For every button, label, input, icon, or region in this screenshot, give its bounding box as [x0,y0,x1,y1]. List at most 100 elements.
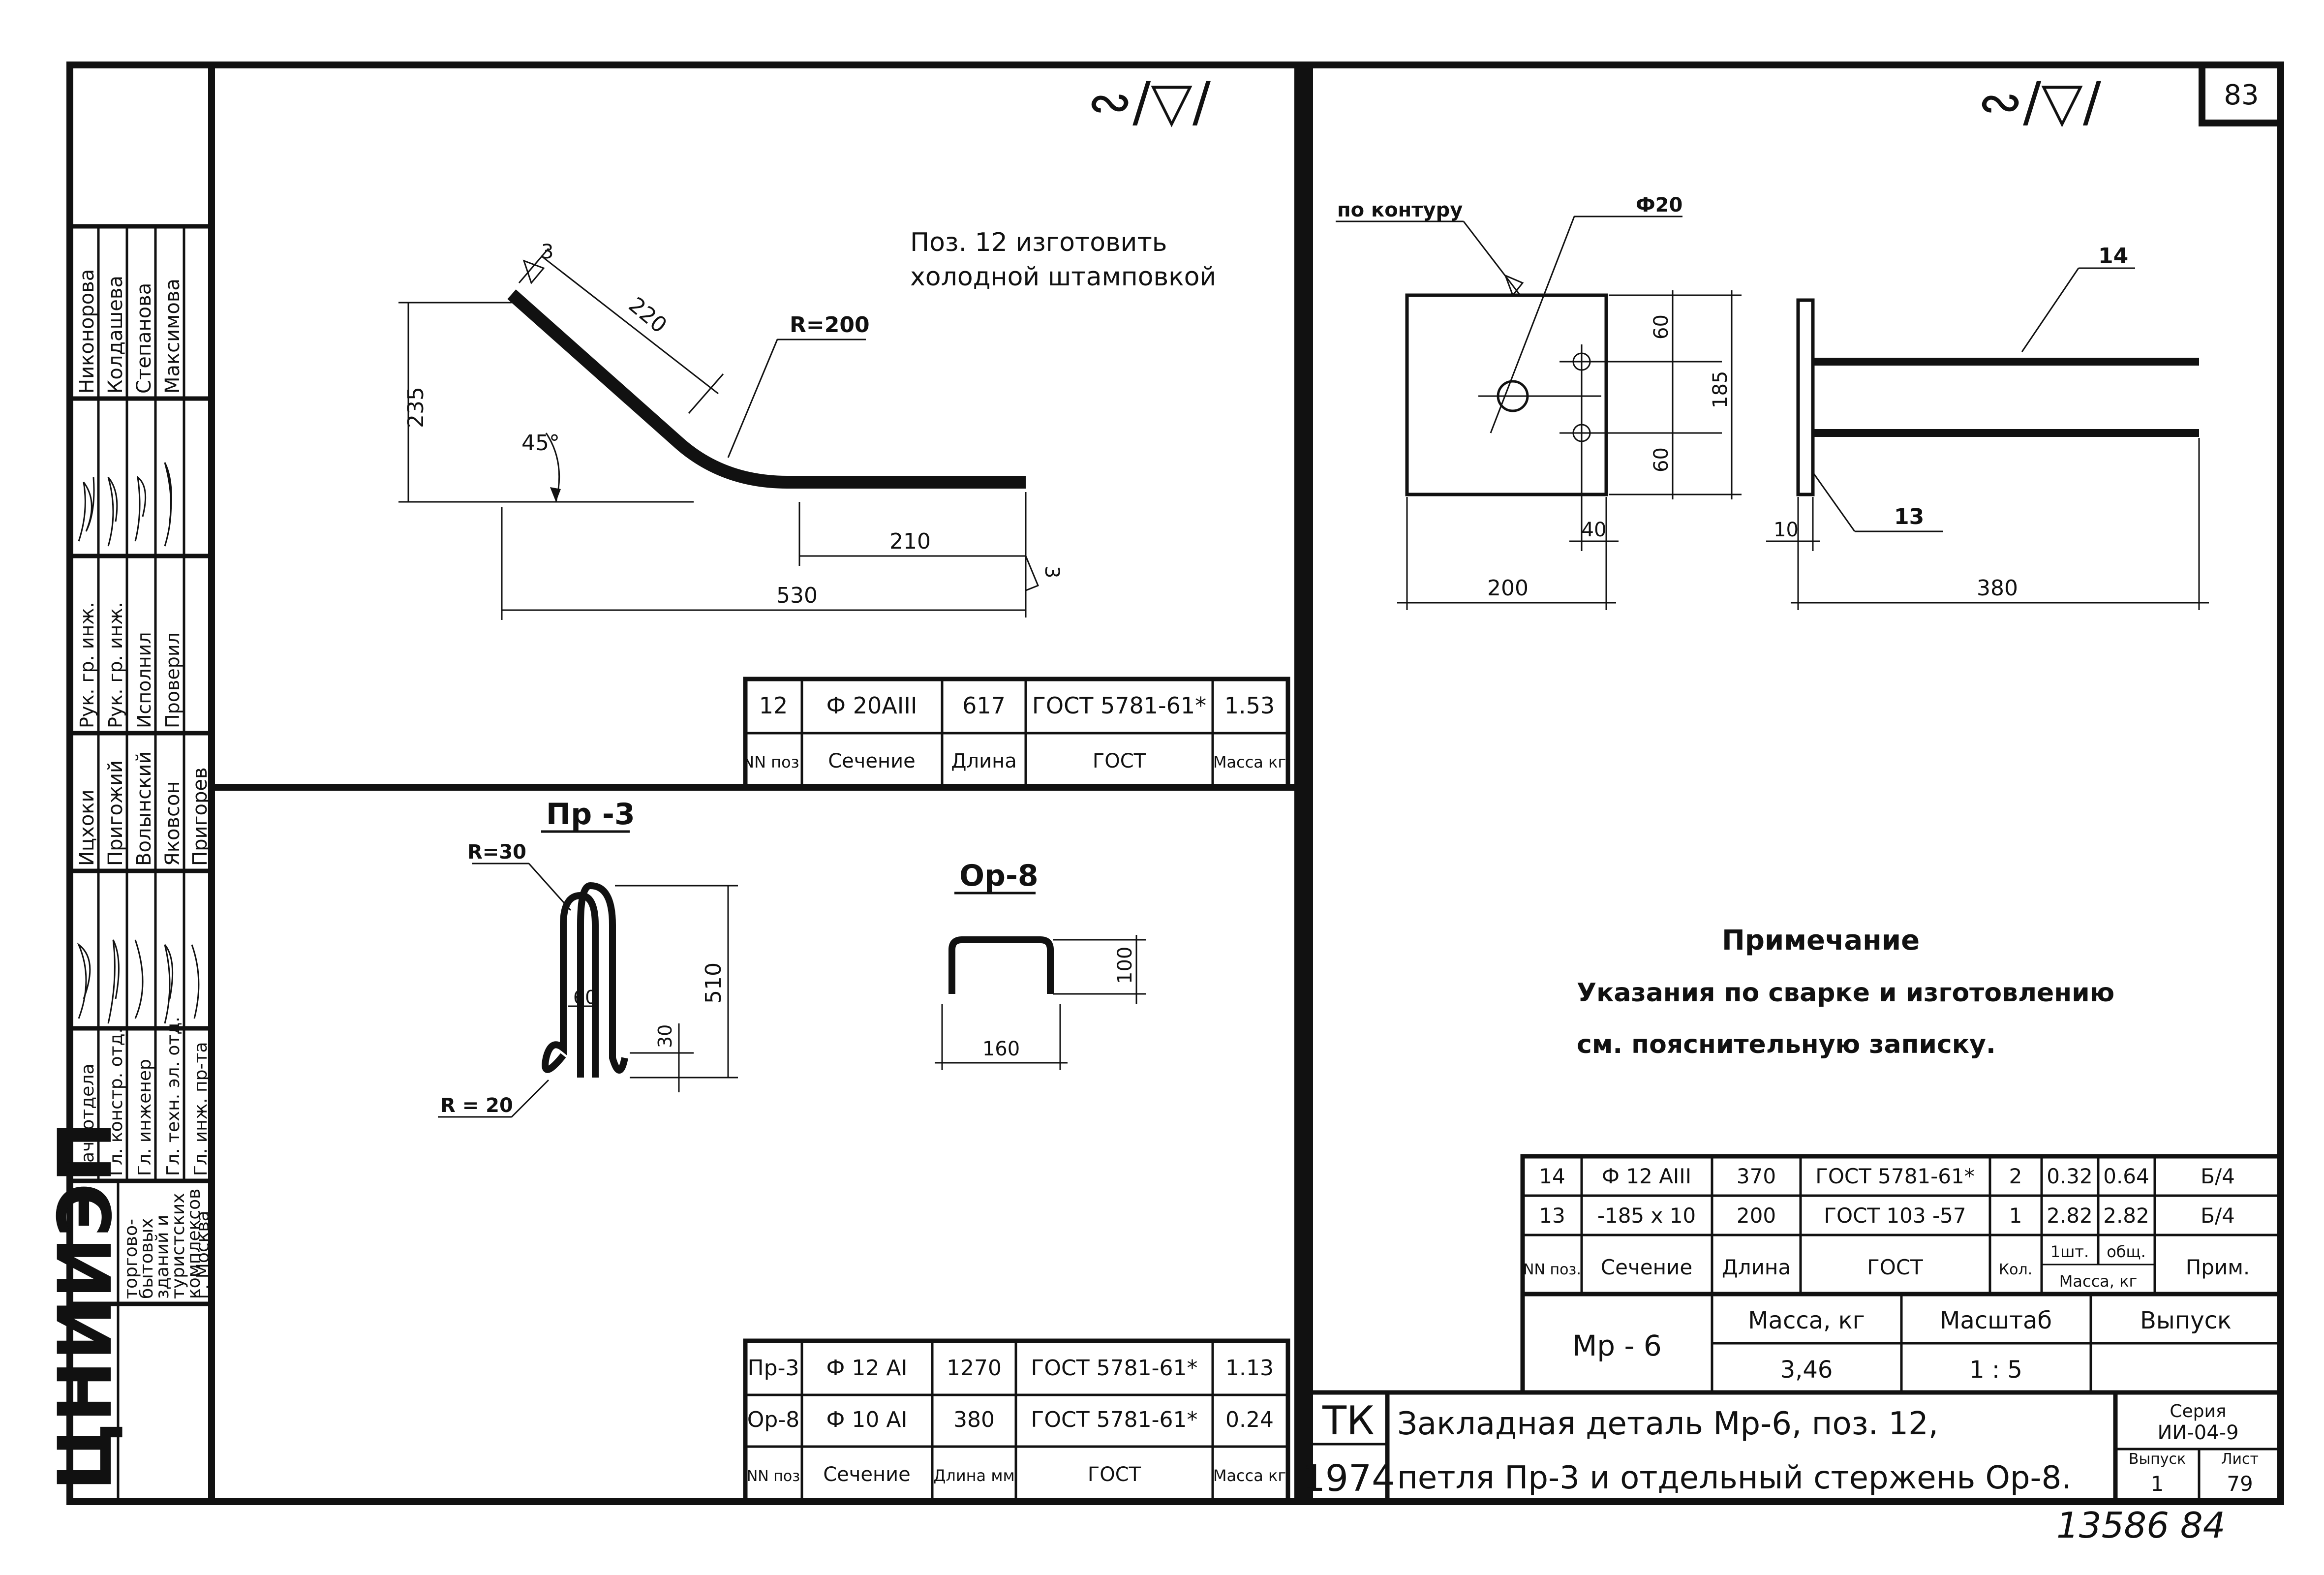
tbr-r2-one: 2.82 [2047,1204,2093,1228]
tbr-r1-pos: 14 [1539,1164,1565,1188]
stamp-roles-top: Рук. гр. инж. Рук. гр. инж. Исполнил Про… [76,602,183,728]
dim-r200: R=200 [790,312,870,338]
stamp-name-7: Волынский [133,751,155,866]
org-line-6: г. Москва [193,1210,213,1299]
stamp-name-3: Степанова [133,283,155,394]
tbr-r1-one: 0.32 [2047,1164,2093,1188]
tbr-r1-qty: 2 [2009,1164,2022,1188]
handwritten-number: 13586 84 [2056,1505,2226,1546]
part12-note-2: холодной штамповкой [910,262,1216,292]
tbr-h-qty: Кол. [1999,1261,2032,1278]
signatures-top [78,462,172,547]
pr3-title: Пр -3 [546,797,635,832]
plate-13 [1405,293,1608,496]
bar-or8 [948,936,1054,994]
stamp-name-5: Ицхоки [76,790,98,866]
weld-3b: 3 [1040,566,1063,578]
tbl-r1-len: 1270 [947,1356,1002,1381]
signature [107,477,118,547]
note-block: Примечание Указания по сварке и изготовл… [1577,925,2114,1059]
tbr-r1-gost: ГОСТ 5781-61* [1815,1164,1975,1188]
dim-210: 210 [889,529,931,554]
stamp-name-9: Пригорев [189,767,212,866]
tbr-h-total: общ. [2107,1242,2146,1261]
stamp-role-1: Рук. гр. инж. [76,602,98,728]
tbr-h-gost: ГОСТ [1867,1255,1923,1279]
pr3-d30: 30 [654,1024,676,1048]
tbr-r2-total: 2.82 [2103,1204,2149,1228]
spec-table-loops: Пр-3 Ф 12 АI 1270 ГОСТ 5781-61* 1.13 Ор-… [743,1338,1290,1504]
or8-d100: 100 [1114,947,1136,984]
plate-weld: по контуру [1337,199,1463,221]
t12-sect: Ф 20АIII [826,692,917,719]
sheet-number: 83 [2224,79,2259,111]
org-line-2: бытовых [137,1218,157,1299]
signature [191,944,200,1019]
bent-bar-12 [507,289,1026,489]
dim-530: 530 [776,583,818,608]
summary-scale-label: Масштаб [1940,1307,2052,1334]
signature [134,475,147,542]
plate-d40: 40 [1582,519,1607,541]
org-logo: ЦНИИЭП [43,1121,128,1491]
title-block: ТК 1974 Закладная деталь Мр-6, поз. 12, … [1302,1390,2283,1504]
t12-mass: 1.53 [1224,692,1275,719]
loop-pr3-drawing: Пр -3 60 510 30 R=30 R = 20 [438,797,738,1118]
tbr-r2-qty: 1 [2009,1204,2022,1228]
org-line-3: зданий и [153,1215,173,1299]
plate-d380: 380 [1977,576,2018,601]
tbr-r1-total: 0.64 [2103,1164,2149,1188]
tbl-r1-pos: Пр-3 [748,1356,799,1381]
stamp-name-4: Максимова [161,278,184,394]
plate-d185: 185 [1709,371,1732,408]
stamp-role-9: Гл. инж. пр-та [191,1042,211,1176]
t12-h-len: Длина [951,750,1016,772]
title-sheet-label: Лист [2221,1451,2259,1468]
pos-13: 13 [1894,504,1924,529]
tbr-r2-note: Б/4 [2201,1204,2235,1228]
stamp-role-8: Гл. техн. эл. отд. [163,1017,183,1176]
stamp-name-1: Никонорова [76,269,98,394]
stamp-role-6: Гл. констр. отд. [106,1028,126,1176]
note-title: Примечание [1722,925,1920,957]
tbr-h-pos: NN поз. [1523,1261,1581,1278]
tbl-r2-len: 380 [953,1407,995,1432]
plate-hole: Ф20 [1636,194,1682,216]
title-issue-label: Выпуск [2129,1451,2186,1468]
stamp-role-3: Исполнил [133,632,155,728]
tbl-r2-mass: 0.24 [1225,1407,1274,1432]
t12-h-pos: NN поз. [742,753,804,772]
t12-h-gost: ГОСТ [1093,750,1146,772]
t12-gost: ГОСТ 5781-61* [1032,692,1206,719]
stamp-role-7: Гл. инженер [135,1059,155,1176]
signature [134,939,144,1019]
t12-h-mass: Масса кг [1213,753,1286,772]
pr3-d60: 60 [573,987,597,1008]
t12-len: 617 [962,692,1006,719]
tbr-r1-note: Б/4 [2201,1164,2235,1188]
signature [164,944,174,1024]
stamp-role-4: Проверил [162,632,183,728]
or8-title: Ор-8 [959,859,1039,893]
stamp-column [70,224,212,1502]
stamp-names: Ицхоки Пригожий Волынский Яковсон Пригор… [76,751,212,866]
tbl-r2-sect: Ф 10 АI [826,1407,908,1432]
pr3-d510: 510 [701,962,726,1004]
stamp-name-8: Яковсон [161,781,184,866]
note-line-2: см. пояснительную записку. [1577,1030,1996,1059]
tbl-h-gost: ГОСТ [1088,1463,1141,1486]
org-line-4: туристских [168,1193,188,1299]
tbl-r1-gost: ГОСТ 5781-61* [1031,1356,1198,1381]
title-sheet: 79 [2227,1472,2253,1496]
pr3-r20: R = 20 [440,1094,513,1117]
org-line-5: комплексов [184,1189,204,1299]
spec-table-plate: 14 Ф 12 АIII 370 ГОСТ 5781-61* 2 0.32 0.… [1520,1154,2283,1297]
t12-pos: 12 [759,692,788,719]
pos-14: 14 [2098,244,2128,269]
org-line-1: торгово- [121,1219,141,1299]
summary-scale: 1 : 5 [1969,1356,2022,1384]
loop-pr3 [542,892,599,1078]
summary-issue-label: Выпуск [2140,1307,2232,1334]
tbr-r2-sect: -185 x 10 [1597,1204,1696,1228]
title-year: 1974 [1302,1457,1395,1500]
